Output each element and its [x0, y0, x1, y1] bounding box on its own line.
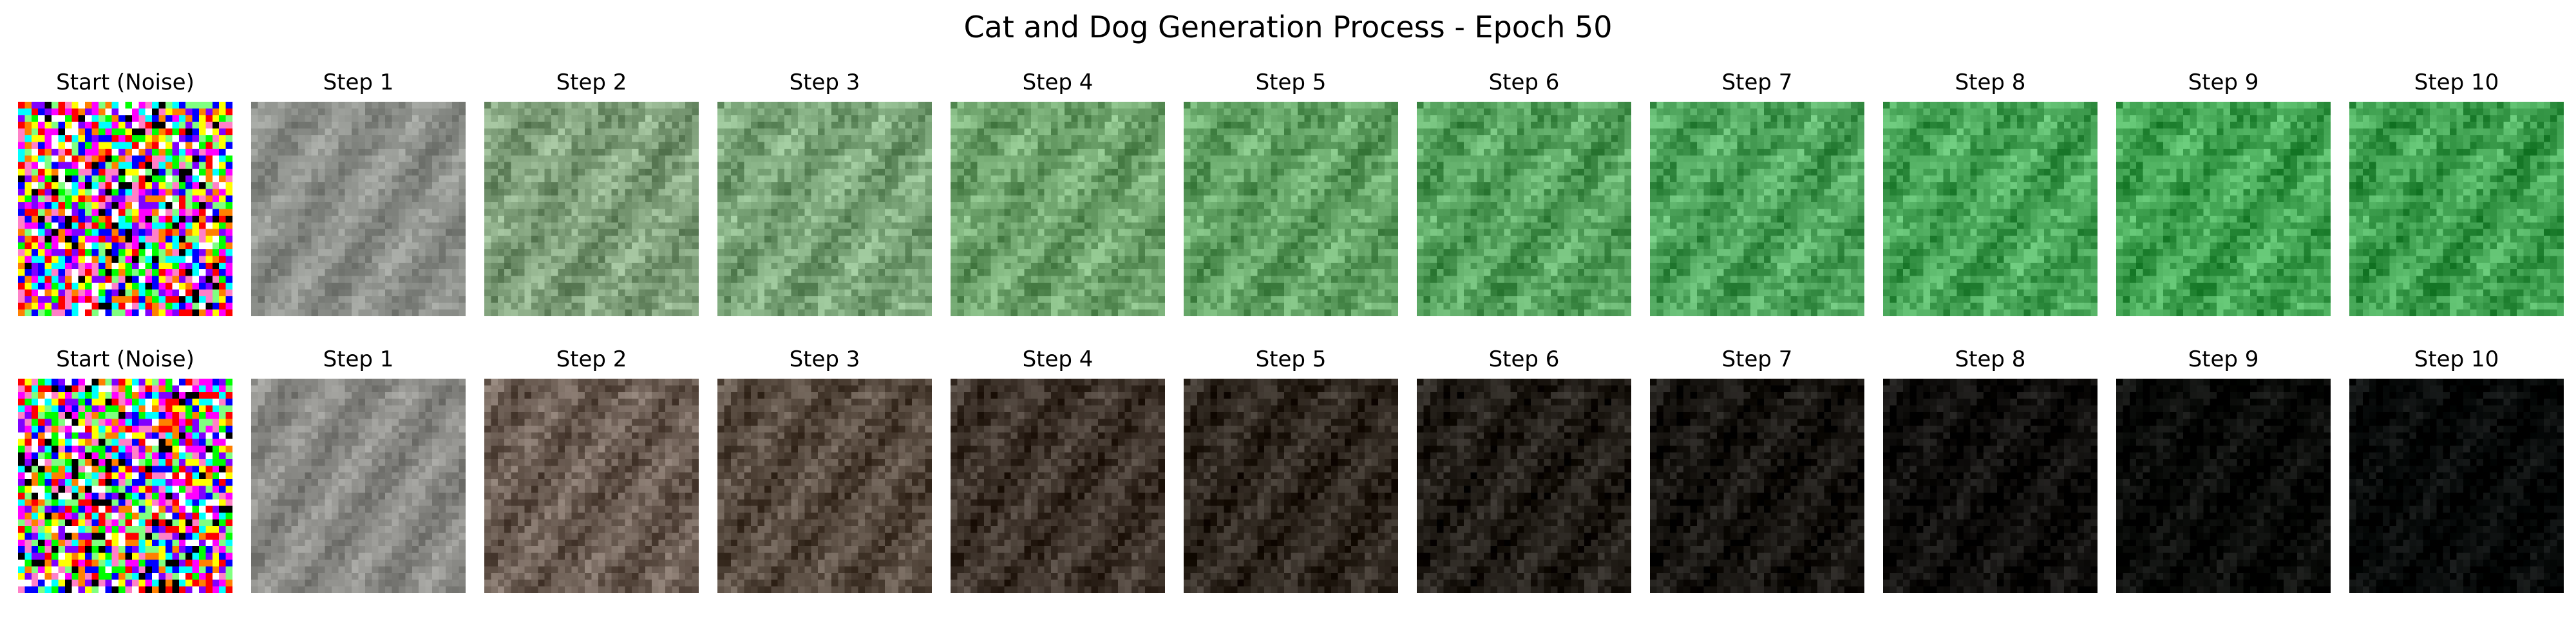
generated-image — [717, 379, 932, 593]
generated-image — [1184, 379, 1398, 593]
panel-row2-col7: Step 6 — [1417, 346, 1631, 593]
generated-image — [951, 102, 1165, 316]
noise-image — [18, 102, 232, 316]
panel-row2-col9: Step 8 — [1883, 346, 2098, 593]
panel-row1-col7: Step 6 — [1417, 70, 1631, 316]
generated-image — [2116, 379, 2331, 593]
generated-image — [1883, 102, 2098, 316]
generated-image — [251, 102, 466, 316]
panel-title: Step 9 — [2188, 70, 2259, 95]
panel-row1-col2: Step 1 — [251, 70, 466, 316]
panel-title: Step 10 — [2414, 346, 2499, 372]
panel-title: Step 5 — [1255, 346, 1327, 372]
panel-title: Step 1 — [323, 70, 394, 95]
panel-title: Step 5 — [1255, 70, 1327, 95]
panel-title: Step 10 — [2414, 70, 2499, 95]
generated-image — [2116, 102, 2331, 316]
panel-title: Step 4 — [1022, 346, 1094, 372]
panel-row1-col10: Step 9 — [2116, 70, 2331, 316]
panel-title: Step 9 — [2188, 346, 2259, 372]
panel-row1-col11: Step 10 — [2349, 70, 2564, 316]
generated-image — [484, 379, 699, 593]
generated-image — [1650, 102, 1864, 316]
panel-title: Start (Noise) — [56, 70, 194, 95]
generated-image — [2349, 102, 2564, 316]
panel-title: Step 2 — [556, 346, 627, 372]
panel-row2-col11: Step 10 — [2349, 346, 2564, 593]
generated-image — [2349, 379, 2564, 593]
panel-row2-col5: Step 4 — [951, 346, 1165, 593]
panel-row1-col3: Step 2 — [484, 70, 699, 316]
panel-title: Start (Noise) — [56, 346, 194, 372]
panel-title: Step 1 — [323, 346, 394, 372]
panel-title: Step 4 — [1022, 70, 1094, 95]
panel-row1-col8: Step 7 — [1650, 70, 1864, 316]
noise-image — [18, 379, 232, 593]
panel-row1-col4: Step 3 — [717, 70, 932, 316]
generated-image — [951, 379, 1165, 593]
panel-title: Step 7 — [1721, 346, 1793, 372]
panel-row1-col1: Start (Noise) — [18, 70, 232, 316]
panel-title: Step 2 — [556, 70, 627, 95]
generated-image — [1417, 379, 1631, 593]
panel-title: Step 8 — [1955, 70, 2026, 95]
panel-row1-col9: Step 8 — [1883, 70, 2098, 316]
panel-title: Step 3 — [789, 346, 860, 372]
generated-image — [251, 379, 466, 593]
panel-title: Step 7 — [1721, 70, 1793, 95]
panel-row1-col6: Step 5 — [1184, 70, 1398, 316]
panel-row2-col10: Step 9 — [2116, 346, 2331, 593]
panel-row2-col1: Start (Noise) — [18, 346, 232, 593]
generated-image — [717, 102, 932, 316]
generated-image — [1417, 102, 1631, 316]
panel-title: Step 6 — [1488, 346, 1560, 372]
figure-title: Cat and Dog Generation Process - Epoch 5… — [963, 10, 1613, 44]
panel-title: Step 6 — [1488, 70, 1560, 95]
panel-row1-col5: Step 4 — [951, 70, 1165, 316]
panel-row2-col6: Step 5 — [1184, 346, 1398, 593]
panel-title: Step 8 — [1955, 346, 2026, 372]
generated-image — [1184, 102, 1398, 316]
panel-row2-col8: Step 7 — [1650, 346, 1864, 593]
panel-row2-col3: Step 2 — [484, 346, 699, 593]
generated-image — [1650, 379, 1864, 593]
generated-image — [484, 102, 699, 316]
panel-title: Step 3 — [789, 70, 860, 95]
generated-image — [1883, 379, 2098, 593]
panel-row2-col2: Step 1 — [251, 346, 466, 593]
panel-row2-col4: Step 3 — [717, 346, 932, 593]
